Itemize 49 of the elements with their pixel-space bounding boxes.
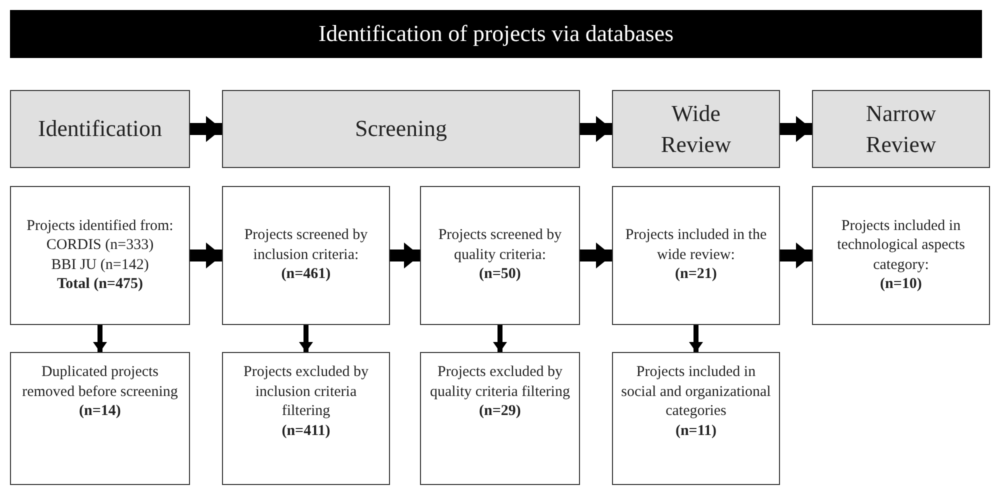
box-text: Projects screened by inclusion criteria: [243,226,369,265]
stage-label: Narrow Review [864,100,938,159]
box-text: BBI JU (n=142) [51,256,149,274]
count-label: (n=50) [479,265,521,284]
process-box [222,186,390,325]
count-label: (n=11) [675,422,717,440]
arrow [580,116,612,142]
box-text: Projects included in the wide review: [624,226,768,265]
arrow [299,325,313,352]
arrow [580,242,612,268]
process-box [420,186,580,325]
stage-header-box [222,90,580,168]
count-label: (n=461) [281,265,331,284]
box-text: CORDIS (n=333) [46,236,154,255]
process-box [812,186,990,325]
title-banner: Identification of projects via databases [10,10,982,58]
stage-label: Identification [38,115,162,144]
box-text: Projects excluded by inclusion criteria filtering [242,363,370,421]
arrow [493,325,507,352]
arrow [780,242,812,268]
box-text: Projects included in technological aspects category: [836,216,966,274]
arrow [390,242,420,268]
arrow [190,242,222,268]
process-box [10,352,190,485]
box-text: Projects excluded by quality criteria filtering [429,363,571,402]
process-box [612,352,780,485]
arrow [190,116,222,142]
arrow [780,116,812,142]
stage-header-box [812,90,990,168]
arrow [93,325,107,352]
count-label: (n=21) [675,265,717,284]
process-box [10,186,190,325]
count-label: (n=10) [880,275,922,294]
count-label: (n=29) [479,402,521,421]
count-label: (n=411) [282,422,330,440]
box-text: Projects identified from: [26,216,174,236]
count-label: (n=14) [79,402,121,421]
box-text: Projects screened by quality criteria: [437,226,563,265]
arrow [689,325,703,352]
process-box [222,352,390,485]
count-label: Total (n=475) [57,275,143,294]
box-text: Projects included in social and organizational categories [621,363,771,421]
stage-label: Screening [355,115,447,144]
stage-label: Wide Review [660,100,732,159]
stage-header-box [612,90,780,168]
process-box [612,186,780,325]
stage-header-box [10,90,190,168]
box-text: Duplicated projects removed before screening [21,363,179,402]
process-box [420,352,580,485]
